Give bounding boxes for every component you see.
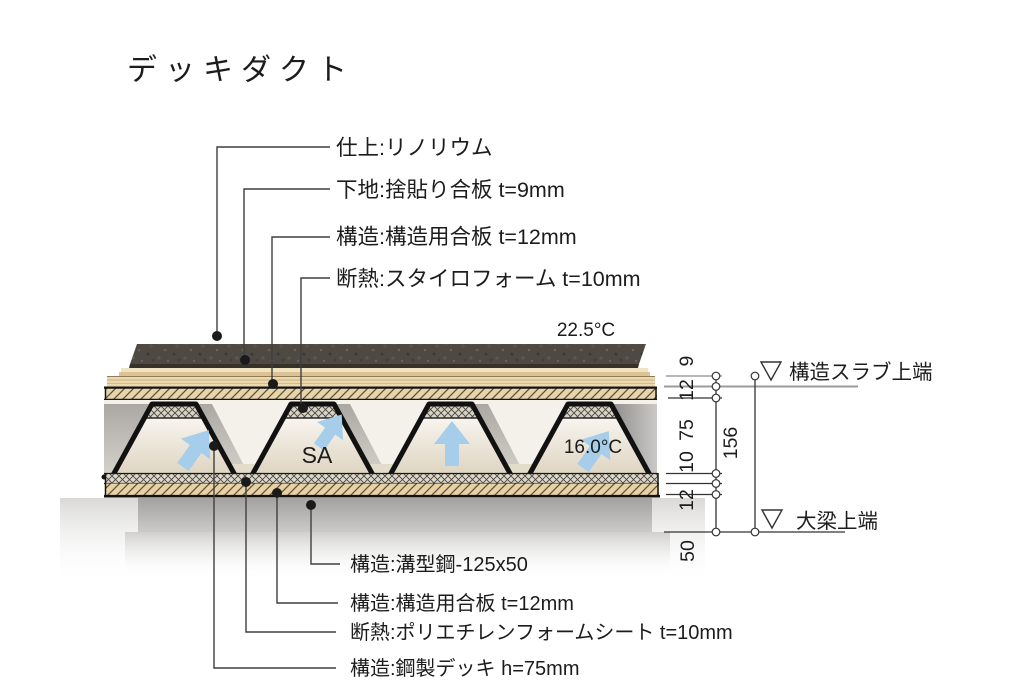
label-structural-plywood-bottom: 構造:構造用合板 t=12mm (350, 592, 574, 615)
dimension-tick (711, 527, 721, 537)
slab-top-label: 構造スラブ上端 (789, 360, 933, 384)
supply-air-arrow (313, 414, 344, 451)
supply-air-arrow (577, 431, 611, 473)
level-triangle-icon (759, 361, 783, 382)
valley-shading (196, 404, 250, 477)
leader-dot (298, 403, 308, 413)
leader-line (216, 146, 330, 332)
dimension-tick (750, 527, 760, 537)
poly-foam-hatch (105, 473, 658, 484)
duct-temperature-label: 16.0°C (564, 437, 622, 458)
dim-12-top: 12 (676, 379, 698, 401)
leader-line (213, 450, 336, 669)
styrofoam-hatch (422, 404, 479, 418)
duct-flute (251, 418, 374, 477)
bottom-labels: 構造:溝型鋼-125x50 構造:構造用合板 t=12mm 断熱:ポリエチレンフ… (350, 553, 733, 680)
label-steel-deck: 構造:鋼製デッキ h=75mm (350, 657, 579, 680)
dim-10: 10 (676, 451, 698, 473)
dimension-tick (711, 393, 721, 403)
leader-dot (241, 477, 251, 487)
dim-50: 50 (677, 540, 699, 562)
bottom-plywood-hatch (105, 483, 659, 496)
valley-shading (472, 404, 526, 477)
leader-line (271, 236, 330, 380)
label-channel-steel: 構造:溝型鋼-125x50 (350, 553, 528, 576)
supply-air-arrow (434, 421, 470, 466)
top-leader-dots (212, 331, 308, 413)
label-structural-plywood-top: 構造:構造用合板 t=12mm (336, 225, 577, 249)
leader-dot (240, 355, 250, 365)
leader-line (310, 509, 340, 565)
leader-line (245, 486, 336, 633)
top-labels: 仕上:リノリウム 下地:捨貼り合板 t=9mm 構造:構造用合板 t=12mm … (336, 136, 641, 291)
page-title: デッキダクト (127, 54, 355, 87)
dimension-tick (711, 479, 721, 488)
bottom-leader-dots (209, 441, 316, 510)
dimension-tick (711, 382, 721, 391)
label-poly-foam-sheet: 断熱:ポリエチレンフォームシート t=10mm (350, 621, 733, 644)
dimension-system: 9 12 75 10 12 50 156 構造スラブ上端 大梁上端 (664, 356, 933, 562)
leader-dot (212, 331, 222, 341)
dimension-values: 9 12 75 10 12 50 156 (676, 356, 742, 562)
linoleum-front-edge (129, 364, 639, 368)
leader-line (276, 497, 338, 604)
dimension-tick (750, 371, 760, 381)
leader-dot (306, 500, 316, 510)
supply-air-arrow (177, 430, 211, 472)
dim-12-bottom: 12 (676, 489, 698, 511)
bottom-layers (104, 472, 670, 576)
dim-9: 9 (676, 356, 698, 367)
steel-deck-zone: SA 16.0°C (101, 400, 658, 480)
leader-dot (268, 379, 278, 389)
bottom-leader-lines (213, 450, 340, 669)
leader-dot (209, 441, 219, 451)
subfloor-plywood-layer (121, 368, 648, 372)
dim-156-overall: 156 (720, 427, 742, 460)
structural-plywood-layer (107, 376, 655, 388)
valley-shading (334, 404, 388, 477)
room-temperature-label: 22.5°C (557, 320, 615, 341)
girder-top-label: 大梁上端 (796, 510, 878, 533)
leader-line (243, 188, 330, 356)
dimension-tick (711, 371, 721, 381)
subfloor-plywood-edge (119, 372, 650, 377)
leader-line (300, 277, 330, 404)
floor-finish-layers (104, 344, 657, 402)
label-finish-linoleum: 仕上:リノリウム (336, 136, 492, 160)
styrofoam-fill-group (145, 404, 618, 419)
channel-steel-block (138, 498, 652, 532)
supply-air-arrows (177, 414, 611, 473)
supply-air-label: SA (302, 442, 333, 468)
label-subfloor-plywood: 下地:捨貼り合板 t=9mm (336, 178, 565, 202)
label-styrofoam: 断熱:スタイロフォーム t=10mm (336, 267, 641, 291)
insulation-hatch-pattern (105, 388, 657, 400)
channel-shadow (125, 532, 670, 576)
dimension-ticks (711, 371, 760, 537)
dimension-tick (711, 469, 721, 478)
top-leader-lines (216, 146, 330, 404)
dimension-tick (711, 490, 721, 499)
styrofoam-hatch (145, 404, 203, 418)
leader-dot (272, 488, 282, 498)
dim-75: 75 (676, 419, 698, 441)
level-triangle-icon (760, 509, 784, 530)
styrofoam-hatch (561, 404, 618, 418)
linoleum-layer (130, 344, 646, 364)
